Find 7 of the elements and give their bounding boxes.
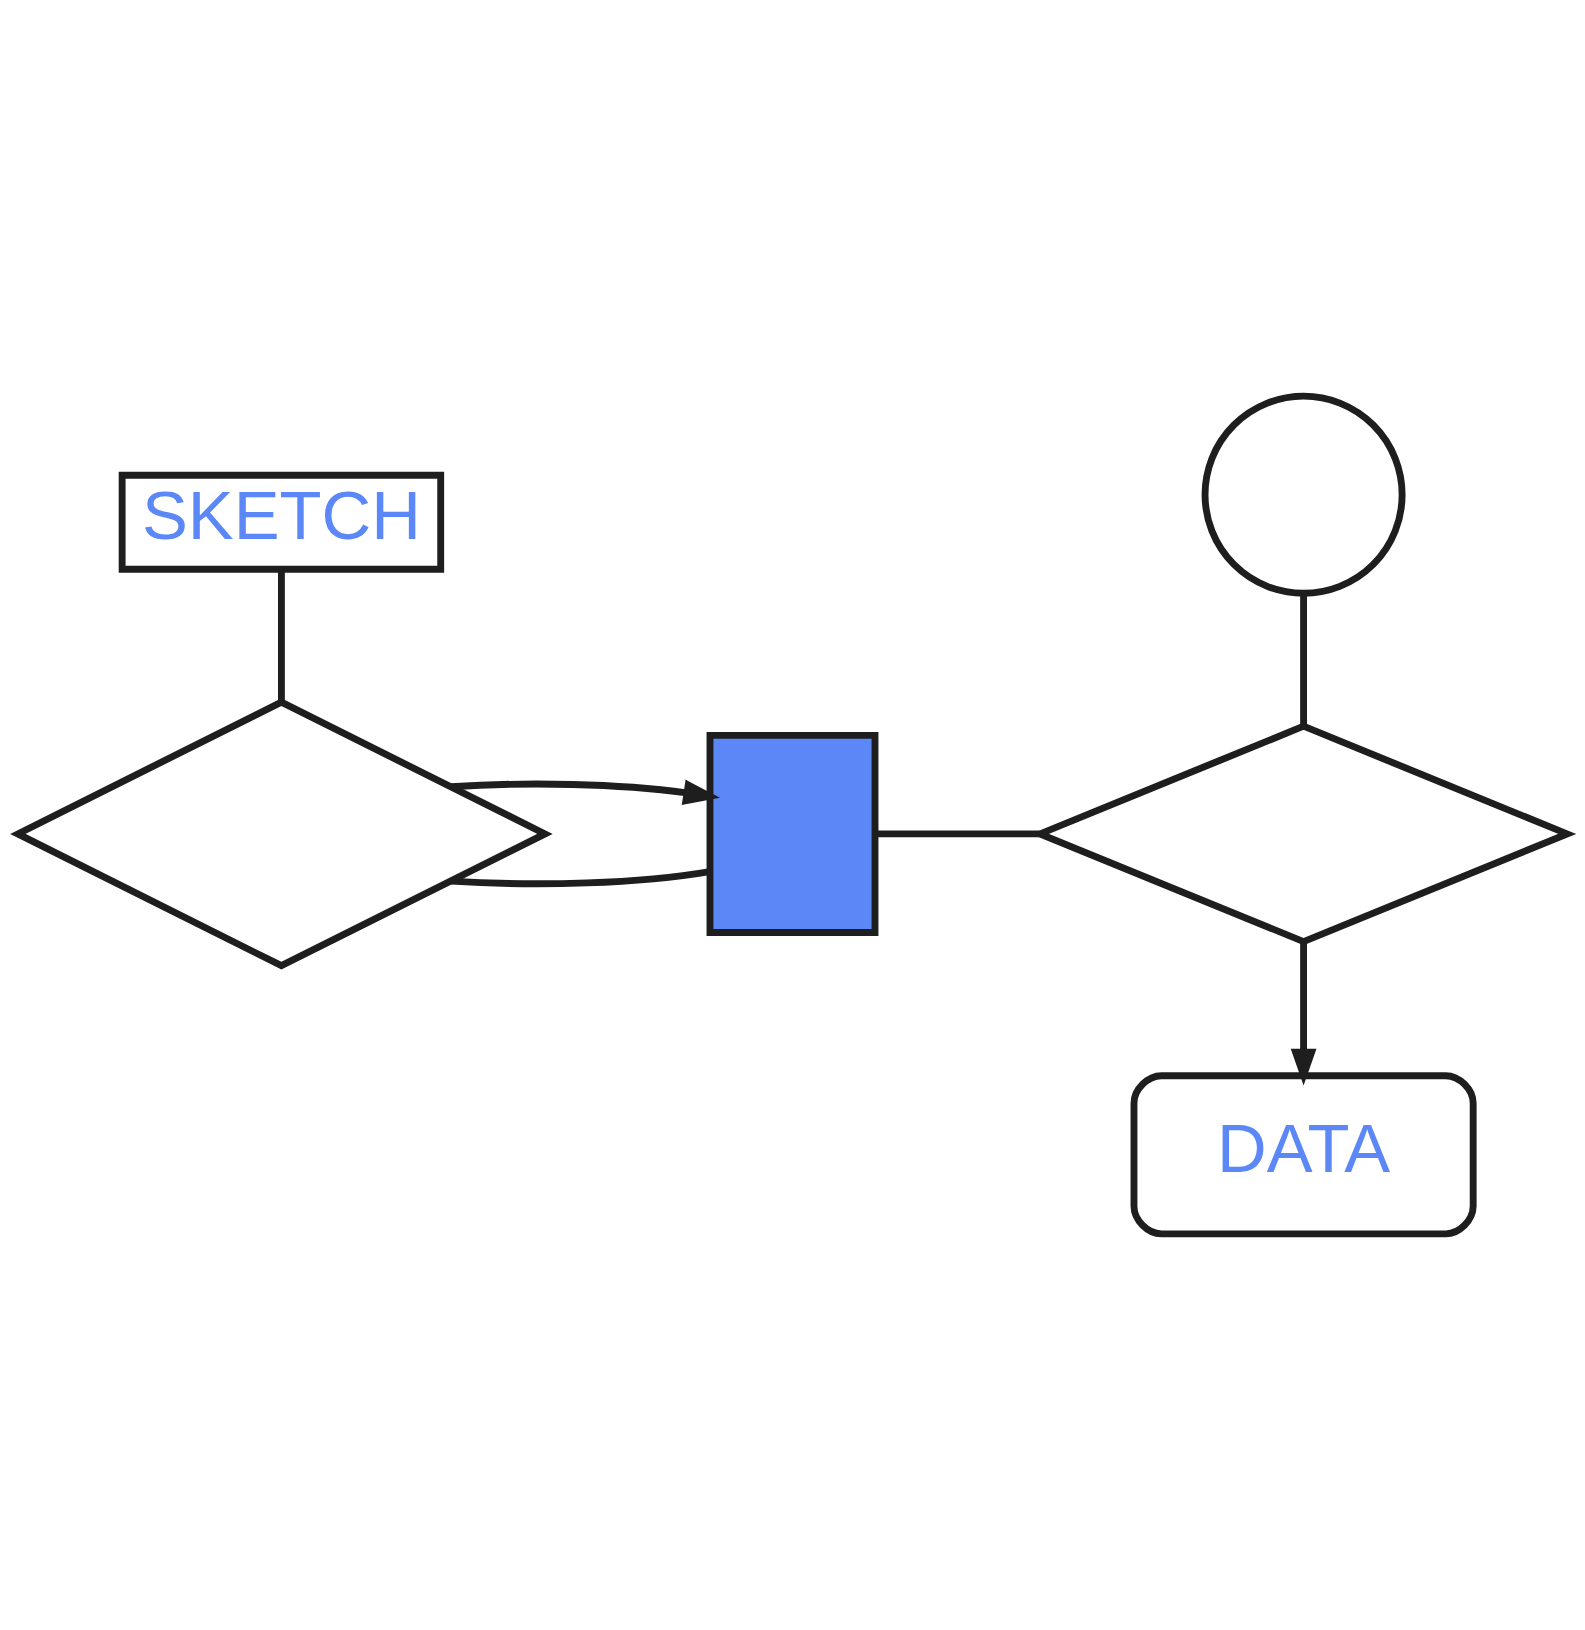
- arrow: [450, 779, 720, 806]
- node-diamond: [10, 698, 553, 970]
- connector: [875, 830, 1040, 838]
- node-box: SKETCH: [118, 471, 445, 573]
- node-box: [706, 731, 879, 936]
- node-box: DATA: [1130, 1072, 1477, 1238]
- node-circle: [1201, 392, 1406, 597]
